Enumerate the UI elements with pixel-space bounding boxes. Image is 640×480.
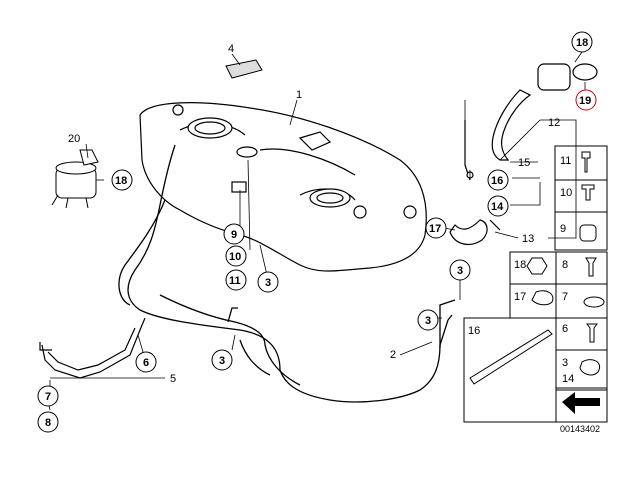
legend-icons [469, 151, 605, 385]
bolt-icon [581, 151, 591, 173]
callout-1: 1 [296, 89, 302, 101]
washer-icon [583, 296, 605, 308]
legend-text: 11 10 9 18 8 17 7 16 6 3 14 [468, 155, 574, 385]
callout-plain: 1 4 20 12 15 13 2 5 [68, 43, 560, 385]
callout-6: 6 [143, 357, 149, 369]
legend-num-3: 3 [562, 357, 568, 369]
screw-small-icon [586, 323, 598, 343]
fuel-pump-part-20 [51, 149, 99, 209]
grommet-icon [579, 224, 597, 242]
fuel-tank [139, 102, 427, 272]
callout-20: 20 [68, 133, 80, 145]
nut-icon [526, 257, 548, 275]
callout-3-a: 3 [265, 277, 271, 289]
callout-circle-text: 18 19 18 9 10 11 3 3 6 7 8 3 3 17 16 14 [45, 37, 591, 429]
callout-15: 15 [518, 157, 530, 169]
callout-19: 19 [579, 95, 591, 107]
legend-num-10: 10 [560, 187, 572, 199]
legend-num-9: 9 [560, 223, 566, 235]
callout-13: 13 [522, 233, 534, 245]
fuel-lines [118, 144, 456, 403]
callout-18-top: 18 [576, 37, 588, 49]
cable-tie-icon [469, 329, 553, 385]
legend-num-8: 8 [562, 259, 568, 271]
legend-num-16: 16 [468, 325, 480, 337]
direction-arrow-icon [555, 389, 608, 423]
legend-num-7: 7 [562, 291, 568, 303]
bushing-icon [581, 184, 595, 201]
callout-12: 12 [548, 117, 560, 129]
callout-14: 14 [491, 201, 504, 213]
legend-num-18: 18 [514, 259, 526, 271]
callout-3-c: 3 [457, 265, 463, 277]
callout-7: 7 [45, 391, 51, 403]
legend-num-14: 14 [562, 373, 574, 385]
parts-legend [463, 145, 608, 423]
hose-clamp-icon [579, 359, 600, 376]
callout-9: 9 [231, 229, 237, 241]
diagram-reference-number: 00143402 [560, 424, 600, 434]
pad-part-4 [225, 59, 263, 79]
callout-circles [37, 31, 597, 433]
mounting-brackets [39, 317, 146, 379]
clamp-icon [531, 290, 554, 306]
filler-neck [449, 63, 598, 246]
callout-18-left: 18 [115, 175, 127, 187]
legend-num-17: 17 [514, 291, 526, 303]
callout-8: 8 [45, 417, 51, 429]
callout-3-d: 3 [425, 315, 431, 327]
callout-3-b: 3 [219, 355, 225, 367]
callout-17: 17 [429, 223, 441, 235]
legend-num-6: 6 [562, 323, 568, 335]
callout-4: 4 [228, 43, 234, 55]
callout-2: 2 [390, 349, 396, 361]
screw-icon [585, 257, 597, 277]
callout-10: 10 [229, 251, 241, 263]
callout-5: 5 [170, 373, 176, 385]
callout-16: 16 [491, 175, 503, 187]
callout-11: 11 [229, 275, 241, 287]
legend-num-11: 11 [560, 155, 571, 167]
